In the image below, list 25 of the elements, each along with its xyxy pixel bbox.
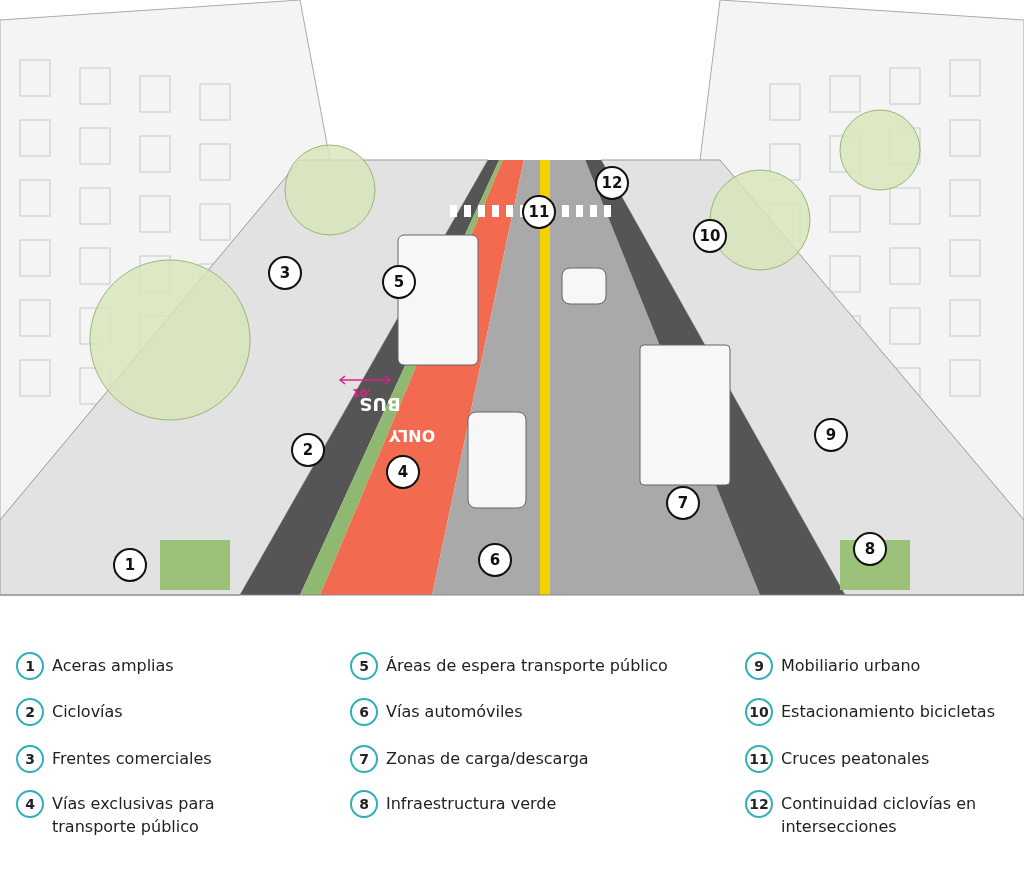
legend-number: 2 — [16, 698, 44, 726]
legend-text: Infraestructura verde — [386, 793, 558, 815]
legend-text: Mobiliario urbano — [781, 655, 922, 677]
legend-text: Aceras amplias — [52, 655, 175, 677]
legend-text: Áreas de espera transporte público — [386, 655, 669, 677]
legend-text: Vías exclusivas para transporte público — [52, 793, 216, 838]
legend-number: 7 — [350, 745, 378, 773]
legend-number: 10 — [745, 698, 773, 726]
legend-text: Zonas de carga/descarga — [386, 748, 590, 770]
legend-text: Estacionamiento bicicletas — [781, 701, 996, 723]
legend-number: 9 — [745, 652, 773, 680]
legend-number: 11 — [745, 745, 773, 773]
legend-number: 8 — [350, 790, 378, 818]
legend-number: 6 — [350, 698, 378, 726]
legend-number: 1 — [16, 652, 44, 680]
legend-text: Cruces peatonales — [781, 748, 931, 770]
legend-text: Ciclovías — [52, 701, 124, 723]
legend-text: Vías automóviles — [386, 701, 524, 723]
legend-text: Continuidad ciclovías en intersecciones — [781, 793, 978, 838]
legend-number: 5 — [350, 652, 378, 680]
road-marking-text: ONLY — [388, 426, 436, 445]
legend-number: 12 — [745, 790, 773, 818]
legend-number: 3 — [16, 745, 44, 773]
legend-number: 4 — [16, 790, 44, 818]
legend-text: Frentes comerciales — [52, 748, 213, 770]
